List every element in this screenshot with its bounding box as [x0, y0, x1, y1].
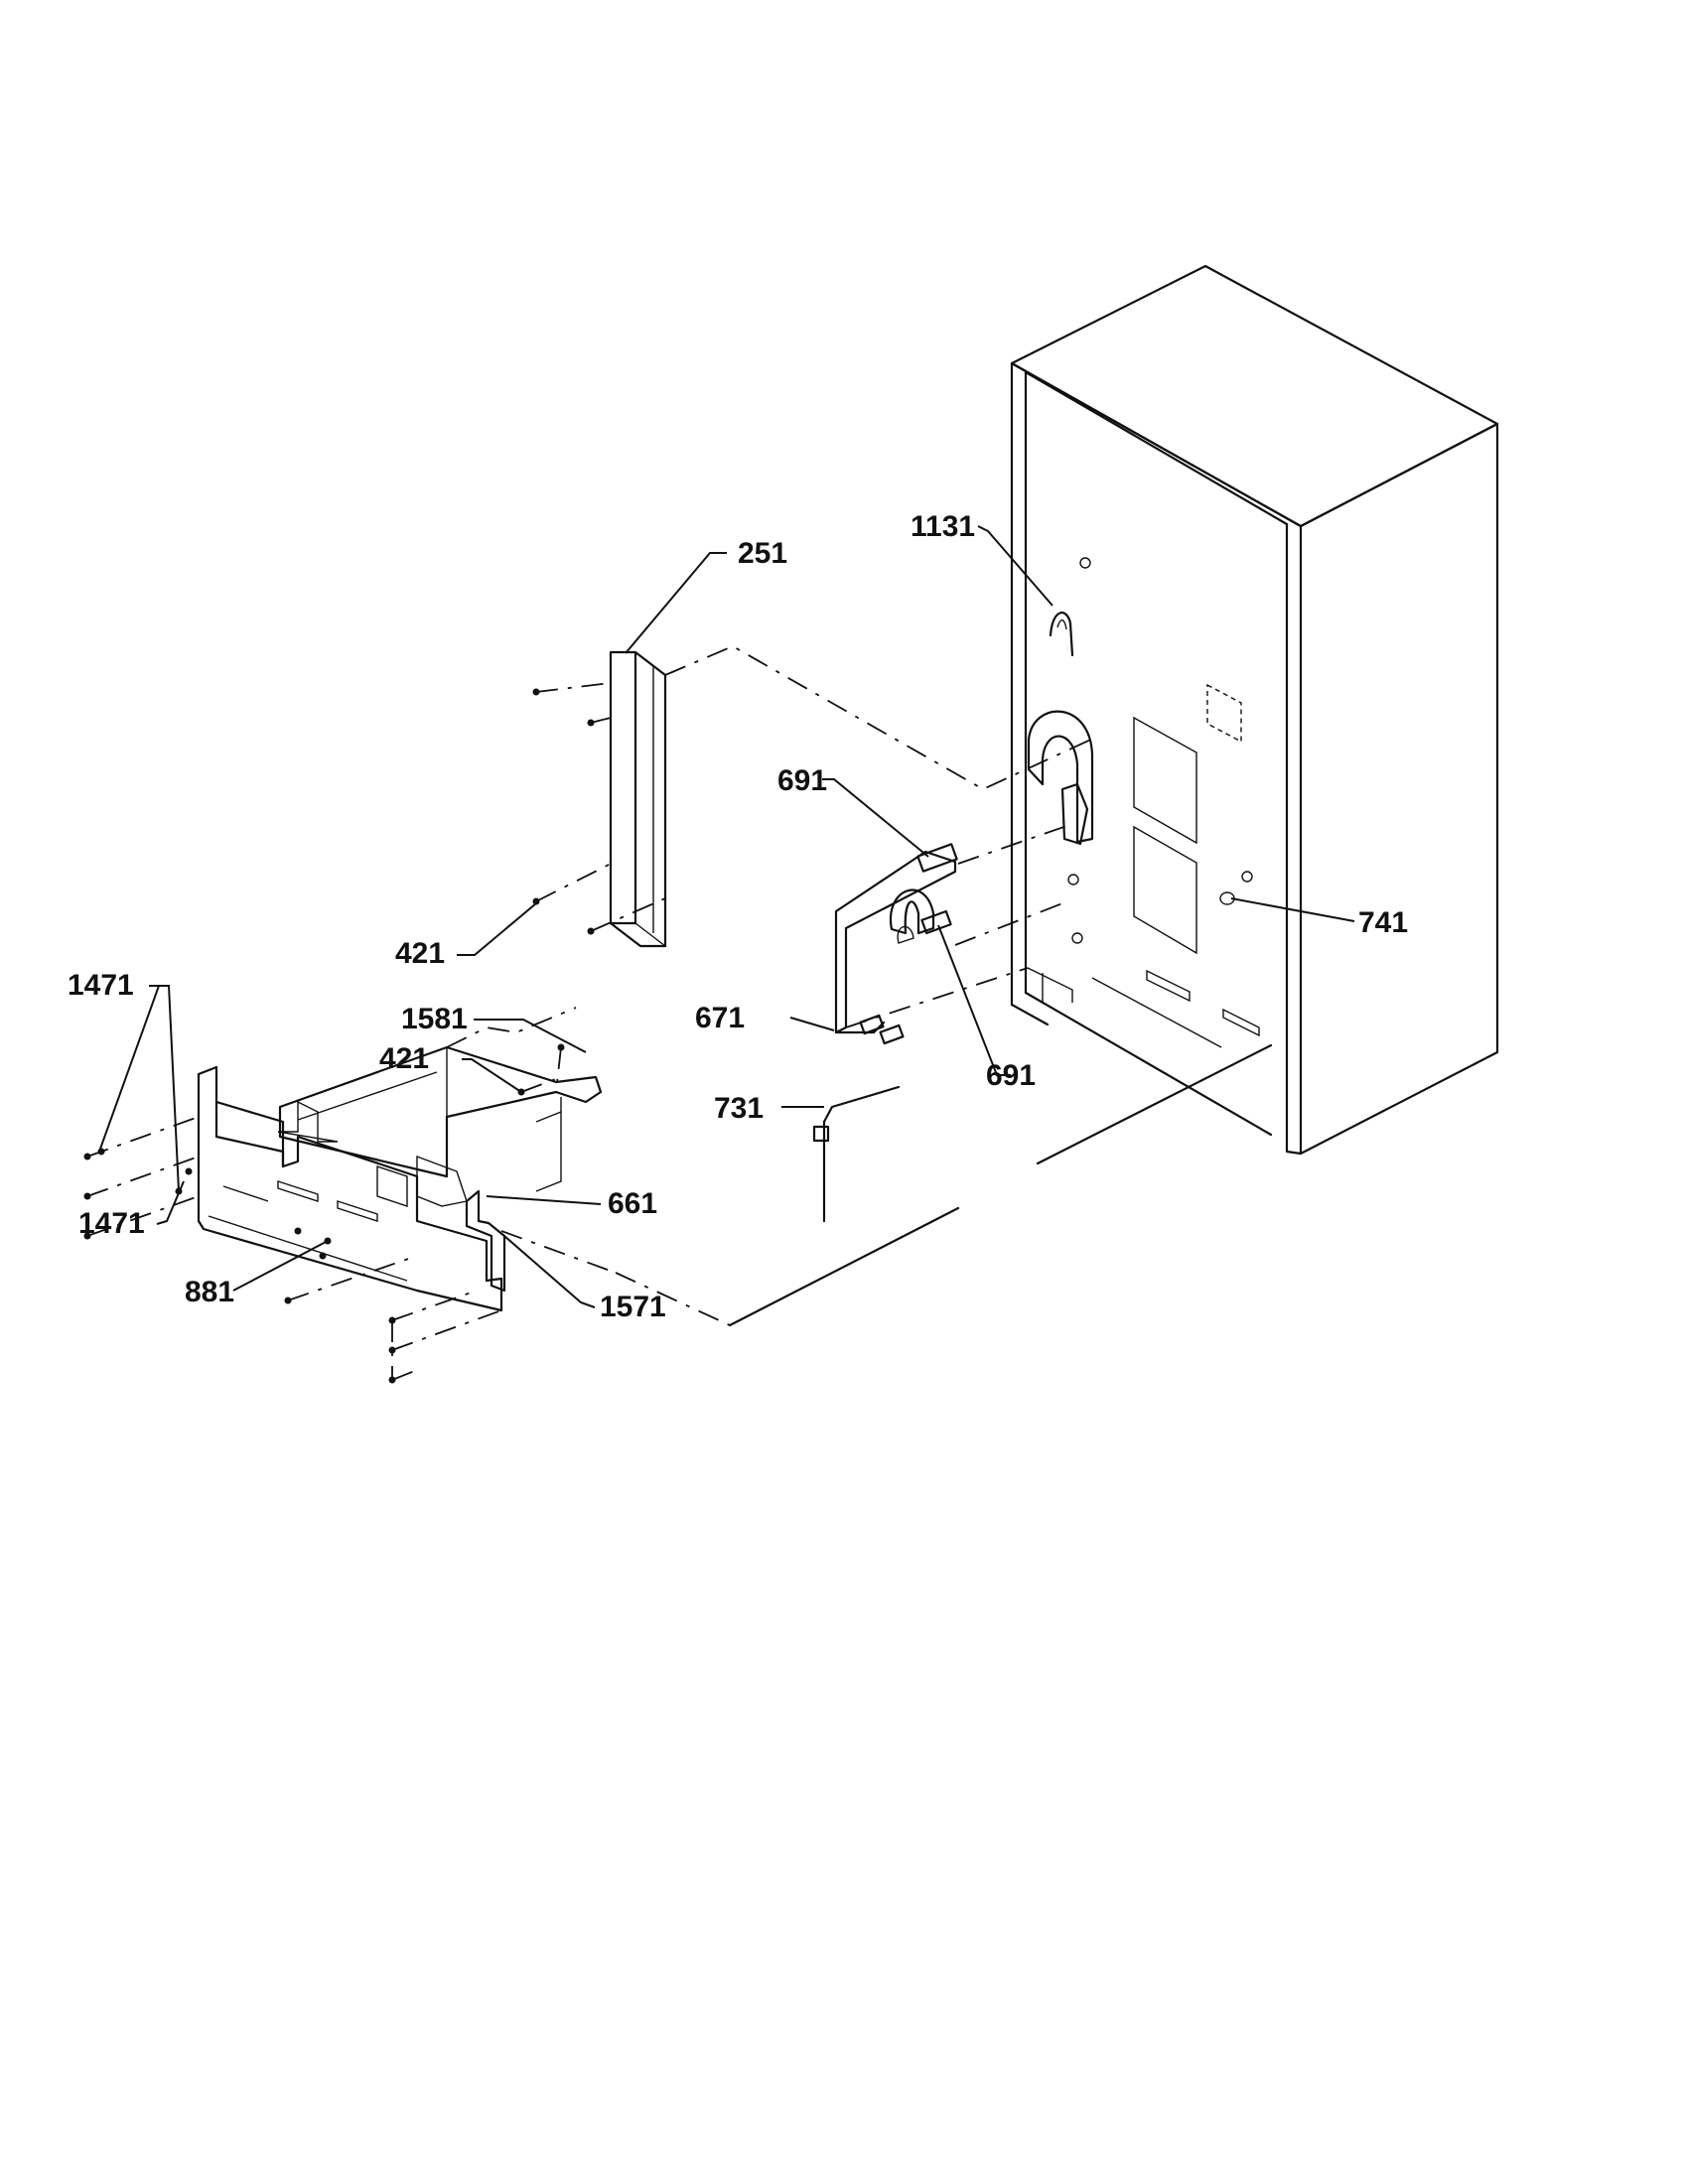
callout-661: 661 — [608, 1187, 657, 1220]
callout-1131: 1131 — [911, 510, 975, 543]
bracket-assembly — [83, 1043, 603, 1384]
callout-1471-bottom: 1471 — [78, 1207, 145, 1240]
callout-1581: 1581 — [401, 1003, 468, 1035]
callout-671: 671 — [695, 1002, 745, 1034]
callout-421-panel: 421 — [395, 937, 445, 970]
callout-731: 731 — [714, 1092, 764, 1125]
panel-251 — [532, 650, 667, 948]
callout-691-lower: 691 — [986, 1059, 1036, 1092]
heater-assembly-671 — [812, 843, 958, 1223]
callout-741: 741 — [1358, 906, 1408, 939]
leader-lines — [98, 525, 1355, 1308]
callout-labels: 251 1131 691 741 421 671 691 731 1471 14… — [68, 510, 1408, 1323]
callout-881: 881 — [185, 1276, 234, 1308]
callout-1571: 1571 — [600, 1291, 666, 1323]
callout-251: 251 — [738, 537, 787, 570]
assembly-lines — [446, 644, 1273, 1327]
callout-421-bracket: 421 — [379, 1042, 429, 1075]
cabinet — [1010, 264, 1499, 1156]
callout-691-upper: 691 — [777, 764, 827, 797]
callout-1471-top: 1471 — [68, 969, 134, 1002]
